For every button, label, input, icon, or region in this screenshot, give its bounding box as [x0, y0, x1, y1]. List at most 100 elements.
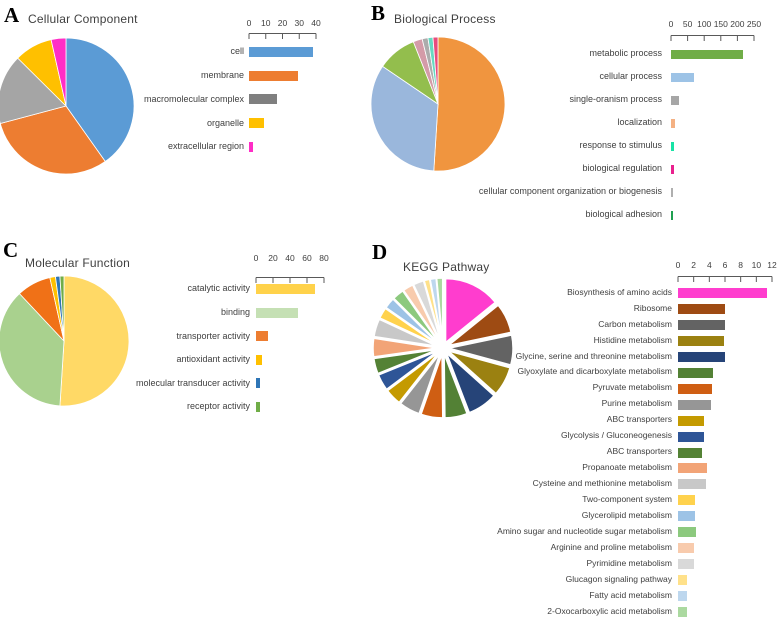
bar — [678, 351, 725, 362]
bar — [671, 72, 694, 82]
axis-tick-label: 0 — [253, 253, 259, 263]
bar-label: Propanoate metabolism — [582, 462, 672, 473]
bar — [678, 511, 696, 522]
bar — [256, 307, 298, 318]
pie-a-svg — [0, 37, 135, 175]
bar-label: Cysteine and methionine metabolism — [532, 478, 672, 489]
bar-label: Amino sugar and nucleotide sugar metabol… — [497, 525, 672, 536]
pie-slice — [402, 283, 441, 344]
bar — [678, 575, 687, 586]
bar — [678, 527, 697, 538]
axis-tick-label: 100 — [697, 19, 712, 29]
axis-tick-label: 0 — [246, 18, 252, 28]
pie-slice — [372, 337, 438, 358]
bar — [678, 463, 707, 474]
bar-label: Arginine and proline metabolism — [550, 541, 672, 552]
bar — [249, 118, 265, 129]
bar — [678, 559, 695, 570]
pie-slice — [447, 350, 511, 395]
axis — [670, 35, 755, 41]
pie-c-svg — [0, 275, 130, 407]
bar — [671, 141, 674, 151]
axis-tick-label: 150 — [713, 19, 728, 29]
pie-slice — [447, 304, 512, 347]
panel-c-letter: C — [3, 238, 19, 262]
panel-d-title: KEGG Pathway — [403, 260, 490, 274]
panel-b-title: Biological Process — [394, 12, 496, 26]
bar — [678, 319, 725, 330]
bar — [678, 288, 767, 298]
bar — [671, 95, 680, 105]
panel-c-title: Molecular Function — [25, 256, 130, 270]
pie-d-svg — [372, 277, 514, 419]
axis-tick-label: 6 — [722, 260, 728, 270]
panel-d-letter: D — [372, 240, 388, 264]
pie-slice — [412, 279, 442, 343]
pie-slice — [448, 334, 514, 366]
axis-tick-label: 200 — [730, 19, 745, 29]
axis-tick-label: 4 — [706, 260, 712, 270]
axis-tick-label: 250 — [746, 19, 762, 29]
bar — [678, 383, 713, 394]
pie-slice — [0, 105, 106, 175]
pie-slice — [370, 65, 439, 172]
bar — [256, 354, 262, 365]
axis-tick-label: 10 — [751, 260, 762, 270]
axis — [255, 277, 325, 283]
pie-b-svg — [370, 36, 506, 172]
axis — [677, 276, 773, 282]
axis-tick-label: 80 — [319, 253, 329, 263]
panel-b-letter: B — [371, 1, 386, 25]
bar — [678, 399, 711, 410]
axis-tick-label: 10 — [261, 18, 271, 28]
pie-slice — [443, 353, 469, 419]
axis-tick-label: 40 — [285, 253, 295, 263]
bar-label: Glucagon signaling pathway — [565, 573, 672, 584]
pie-slice — [0, 57, 67, 125]
bar — [678, 591, 688, 602]
axis — [248, 33, 317, 39]
pie-slice — [0, 293, 65, 407]
axis-tick-label: 60 — [302, 253, 312, 263]
bar — [671, 210, 673, 220]
bar — [678, 607, 688, 617]
axis-tick-label: 12 — [767, 260, 777, 270]
bar — [671, 187, 673, 197]
bar — [678, 303, 725, 314]
panel-a-letter: A — [4, 3, 20, 27]
pie-chart-d — [371, 276, 515, 425]
bar-label: Glycolysis / Gluconeogenesis — [560, 430, 672, 441]
pie-slice — [386, 351, 440, 404]
bar — [256, 284, 315, 294]
axis-tick-label: 50 — [682, 19, 693, 29]
bar — [678, 335, 725, 346]
bar — [671, 164, 674, 174]
axis-tick-label: 40 — [311, 18, 321, 28]
pie-slice — [50, 37, 67, 107]
pie-slice — [59, 275, 65, 342]
bar — [671, 118, 676, 128]
pie-slice — [377, 350, 439, 391]
pie-slice — [65, 37, 135, 163]
axis-tick-label: 8 — [738, 260, 744, 270]
axis-tick-label: 20 — [268, 253, 278, 263]
bar-label: Two-component system — [582, 494, 672, 505]
axis-tick-label: 2 — [691, 260, 697, 270]
bar — [678, 415, 704, 426]
pie-chart-a — [0, 36, 136, 181]
bar — [678, 447, 703, 458]
bar — [678, 431, 704, 442]
pie-slice — [445, 352, 496, 414]
bar-label: Pyrimidine metabolism — [586, 557, 673, 568]
bar-label: cellular component organization or bioge… — [478, 186, 662, 197]
pie-slice — [420, 353, 444, 419]
pie-slice — [392, 289, 440, 344]
bar — [678, 495, 696, 506]
pie-slice — [384, 297, 439, 345]
pie-chart-c — [0, 274, 131, 413]
axis-tick-label: 30 — [294, 18, 304, 28]
bar — [249, 141, 254, 152]
bar — [678, 367, 714, 378]
pie-slice — [59, 275, 130, 407]
